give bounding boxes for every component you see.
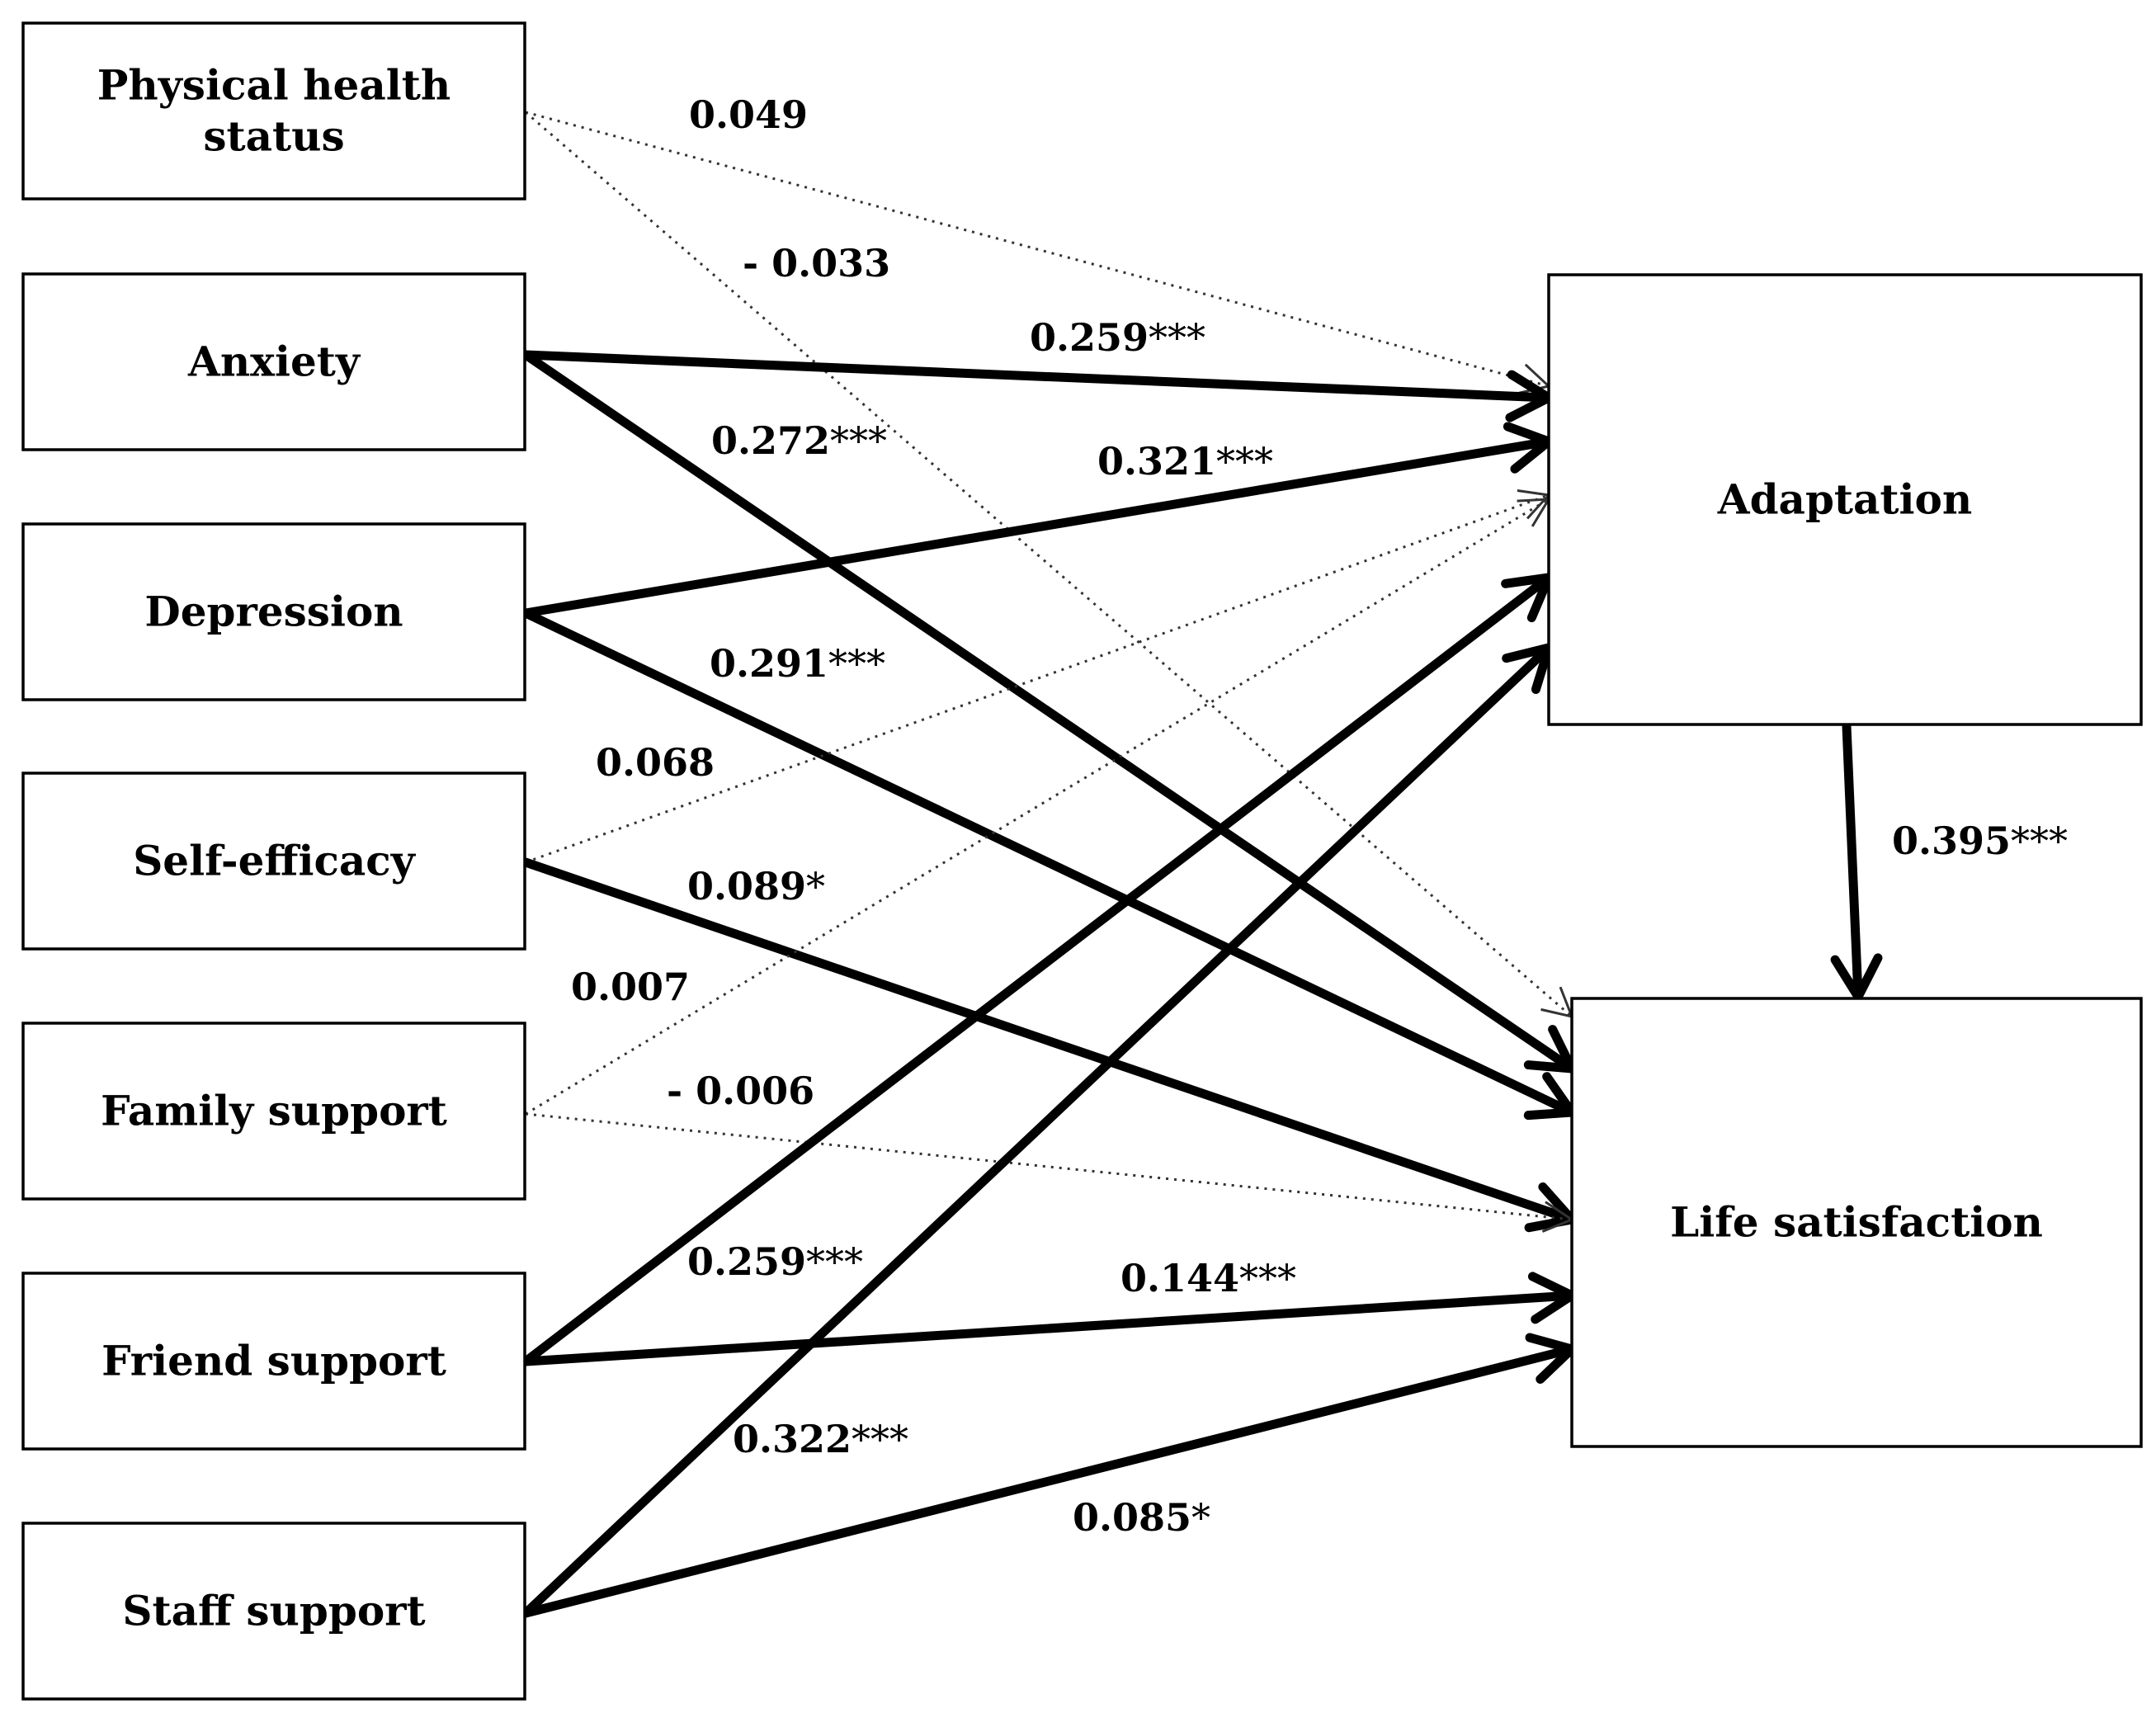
path-line xyxy=(525,498,1550,1116)
node-friend: Friend support xyxy=(21,1272,526,1451)
path-coefficient-family-to-life: - 0.006 xyxy=(667,1069,814,1113)
path-line xyxy=(521,574,1551,1366)
coefficient-value: 0.085 xyxy=(1073,1495,1191,1540)
edges-layer xyxy=(521,111,1883,1618)
path-selfefficacy-to-life xyxy=(521,857,1577,1233)
node-box xyxy=(1570,997,2143,1448)
significance-marker: *** xyxy=(1239,1256,1296,1300)
path-coefficient-depression-to-adaptation: 0.321*** xyxy=(1097,439,1273,484)
path-line xyxy=(525,111,1573,1018)
path-coefficient-staff-to-adaptation: 0.322*** xyxy=(733,1417,908,1461)
path-line xyxy=(521,645,1551,1618)
path-coefficient-family-to-adaptation: 0.007 xyxy=(571,965,690,1009)
node-label: Depression xyxy=(144,588,403,636)
node-family: Family support xyxy=(21,1022,526,1201)
significance-marker: *** xyxy=(852,1417,908,1461)
coefficient-value: 0.395 xyxy=(1892,819,2011,863)
significance-marker: *** xyxy=(2011,819,2068,863)
path-staff-to-adaptation xyxy=(521,643,1554,1618)
node-box xyxy=(21,772,526,951)
node-box xyxy=(21,1272,526,1451)
significance-marker: * xyxy=(806,864,825,908)
path-coefficient-anxiety-to-adaptation: 0.259*** xyxy=(1030,315,1205,360)
path-coefficient-selfefficacy-to-life: 0.089* xyxy=(687,864,825,908)
node-anxiety: Anxiety xyxy=(21,272,526,451)
coefficient-value: - 0.006 xyxy=(667,1069,814,1113)
path-line xyxy=(521,1345,1573,1618)
path-coefficient-anxiety-to-life: 0.272*** xyxy=(711,418,887,463)
node-label: Staff support xyxy=(122,1587,425,1635)
significance-marker: *** xyxy=(1149,315,1205,360)
path-anxiety-to-adaptation xyxy=(521,350,1554,422)
significance-marker: * xyxy=(1191,1495,1210,1540)
node-label: Self-efficacy xyxy=(133,837,417,885)
coefficient-value: 0.322 xyxy=(733,1417,852,1461)
coefficient-value: 0.291 xyxy=(710,641,828,686)
node-staff: Staff support xyxy=(21,1522,526,1701)
node-box xyxy=(21,21,526,201)
path-coefficient-depression-to-life: 0.291*** xyxy=(710,641,885,686)
significance-marker: *** xyxy=(1216,439,1273,484)
node-label: status xyxy=(203,112,344,161)
significance-marker: *** xyxy=(828,641,885,686)
coefficient-value: 0.089 xyxy=(687,864,806,908)
path-friend-to-life xyxy=(521,1272,1577,1366)
node-box xyxy=(21,522,526,701)
path-adaptation-to-life xyxy=(1830,721,1883,1002)
node-label: Family support xyxy=(101,1087,447,1135)
node-box xyxy=(21,272,526,451)
node-selfefficacy: Self-efficacy xyxy=(21,772,526,951)
path-family-to-life xyxy=(525,1112,1575,1233)
path-line xyxy=(525,111,1550,388)
coefficient-value: 0.259 xyxy=(1030,315,1149,360)
path-selfefficacy-to-adaptation xyxy=(525,489,1552,864)
significance-marker: *** xyxy=(830,418,887,463)
path-line xyxy=(1842,721,1863,998)
node-label: Physical health xyxy=(97,61,451,110)
path-physical-to-life xyxy=(525,111,1574,1019)
coefficient-value: 0.144 xyxy=(1120,1256,1239,1300)
node-box xyxy=(1547,273,2143,726)
path-coefficient-selfefficacy-to-adaptation: 0.068 xyxy=(596,740,715,785)
coefficient-value: 0.272 xyxy=(711,418,830,463)
path-coefficient-staff-to-life: 0.085* xyxy=(1073,1495,1210,1540)
node-life: Life satisfaction xyxy=(1570,997,2143,1448)
path-coefficient-friend-to-life: 0.144*** xyxy=(1120,1256,1296,1300)
labels-layer: 0.049- 0.0330.259***0.272***0.321***0.29… xyxy=(571,92,2068,1540)
path-line xyxy=(521,608,1573,1116)
node-label: Anxiety xyxy=(187,337,361,386)
coefficient-value: 0.259 xyxy=(687,1239,806,1284)
path-coefficient-adaptation-to-life: 0.395*** xyxy=(1892,819,2068,863)
coefficient-value: - 0.033 xyxy=(743,241,890,286)
node-label: Friend support xyxy=(101,1337,446,1385)
path-line xyxy=(521,350,1574,1072)
nodes-layer: Physical healthstatusAnxietyDepressionSe… xyxy=(21,21,2143,1701)
node-box xyxy=(21,1022,526,1201)
path-coefficient-physical-to-life: - 0.033 xyxy=(743,241,890,286)
node-depression: Depression xyxy=(21,522,526,701)
arrowhead-icon xyxy=(1517,489,1552,520)
coefficient-value: 0.068 xyxy=(596,740,715,785)
coefficient-value: 0.049 xyxy=(689,92,808,137)
path-line xyxy=(521,437,1550,618)
path-line xyxy=(525,1112,1573,1221)
node-label: Life satisfaction xyxy=(1670,1198,2043,1247)
path-line xyxy=(521,1291,1573,1366)
coefficient-value: 0.007 xyxy=(571,965,690,1009)
path-coefficient-friend-to-adaptation: 0.259*** xyxy=(687,1239,863,1284)
node-adaptation: Adaptation xyxy=(1547,273,2143,726)
node-label: Adaptation xyxy=(1717,475,1972,524)
arrowhead-icon xyxy=(1830,953,1883,1002)
node-box xyxy=(21,1522,526,1701)
path-coefficient-physical-to-adaptation: 0.049 xyxy=(689,92,808,137)
path-line xyxy=(521,857,1573,1224)
significance-marker: *** xyxy=(806,1239,863,1284)
path-staff-to-life xyxy=(521,1333,1577,1618)
path-line xyxy=(521,350,1550,403)
coefficient-value: 0.321 xyxy=(1097,439,1216,484)
